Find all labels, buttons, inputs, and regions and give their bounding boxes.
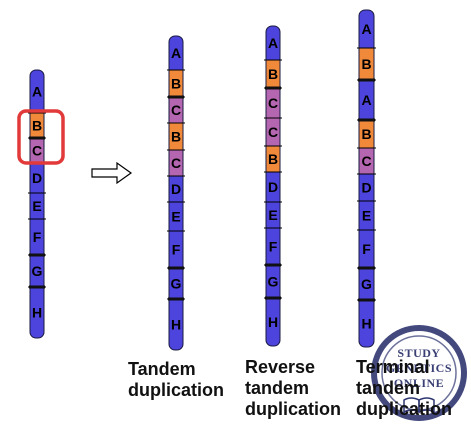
terminal-tandem-duplication-caption: Terminal tandem duplication (356, 357, 452, 420)
open-book-icon (403, 397, 435, 414)
centromere-band (265, 86, 281, 90)
segment-label-b: B (361, 56, 371, 72)
segment-label-g: G (171, 276, 182, 292)
duplicated-region-highlight (17, 109, 65, 165)
caption-line: Tandem (128, 359, 196, 379)
segment-c-band (359, 148, 374, 174)
caption-line: tandem (245, 378, 310, 398)
segment-label-f: F (33, 229, 42, 245)
segment-label-e: E (171, 209, 180, 225)
caption-line: Reverse (245, 357, 316, 377)
segment-label-e: E (268, 207, 277, 223)
segment-c-band (30, 138, 44, 163)
segment-label-h: H (171, 317, 181, 333)
centromere-band (29, 285, 45, 289)
segment-label-b: B (268, 151, 278, 167)
caption-line: duplication (245, 399, 341, 419)
segment-label-a: A (361, 92, 371, 108)
segment-label-d: D (32, 170, 42, 186)
segment-label-f: F (269, 239, 278, 255)
reverse-tandem-duplication-caption: Reverse tandem duplication (245, 357, 341, 420)
segment-c-band (169, 150, 183, 176)
watermark-line-2: GENETICS (386, 361, 452, 375)
watermark-line-3: ONLINE (394, 376, 444, 390)
segment-label-d: D (361, 180, 371, 196)
segment-label-d: D (268, 179, 278, 195)
centromere-band (29, 253, 45, 257)
watermark-line-1: STUDY (397, 346, 440, 360)
segment-label-b: B (171, 129, 181, 145)
segment-b-band (359, 120, 374, 148)
segment-label-a: A (268, 35, 278, 51)
caption-line: duplication (356, 399, 452, 419)
centromere-band (358, 78, 375, 82)
segment-b-band (359, 48, 374, 80)
segment-label-d: D (171, 181, 181, 197)
centromere-band (168, 266, 184, 270)
segment-b-band (30, 113, 44, 138)
segment-b-band (169, 123, 183, 150)
centromere-band (358, 298, 375, 302)
segment-label-c: C (268, 124, 278, 140)
centromere-band (29, 136, 45, 140)
segment-label-e: E (32, 198, 41, 214)
segment-label-b: B (361, 126, 371, 142)
centromere-band (358, 118, 375, 122)
segment-label-f: F (172, 242, 181, 258)
segment-b-band (169, 70, 183, 97)
caption-line: duplication (128, 380, 224, 400)
caption-line: Terminal (356, 357, 430, 377)
segment-label-f: F (362, 241, 371, 257)
segment-c-band (266, 88, 280, 118)
segment-label-b: B (32, 118, 42, 134)
segment-label-b: B (171, 76, 181, 92)
centromere-band (265, 263, 281, 267)
segment-label-h: H (361, 316, 371, 332)
centromere-band (358, 266, 375, 270)
segment-label-a: A (171, 45, 181, 61)
chromosome-body (358, 9, 375, 348)
segment-label-g: G (361, 276, 372, 292)
segment-label-c: C (32, 143, 42, 159)
segment-label-a: A (361, 21, 371, 37)
caption-line: tandem (356, 378, 421, 398)
tandem-duplication-caption: Tandem duplication (128, 359, 224, 401)
segment-label-g: G (268, 274, 279, 290)
segment-b-band (266, 146, 280, 172)
segment-label-c: C (171, 102, 181, 118)
study-genetics-online-watermark: STUDY GENETICS ONLINE (371, 325, 467, 421)
centromere-band (168, 297, 184, 301)
segment-label-c: C (171, 155, 181, 171)
segment-label-h: H (268, 314, 278, 330)
segment-label-h: H (32, 305, 42, 321)
segment-label-b: B (268, 66, 278, 82)
segment-label-a: A (32, 84, 42, 100)
segment-label-c: C (361, 153, 371, 169)
segment-label-e: E (362, 208, 371, 224)
segment-b-band (266, 60, 280, 88)
segment-c-band (169, 97, 183, 123)
segment-label-g: G (32, 263, 43, 279)
transition-arrow-icon (91, 161, 133, 185)
segment-label-c: C (268, 95, 278, 111)
centromere-band (168, 95, 184, 99)
centromere-band (265, 296, 281, 300)
segment-c-band (266, 118, 280, 146)
